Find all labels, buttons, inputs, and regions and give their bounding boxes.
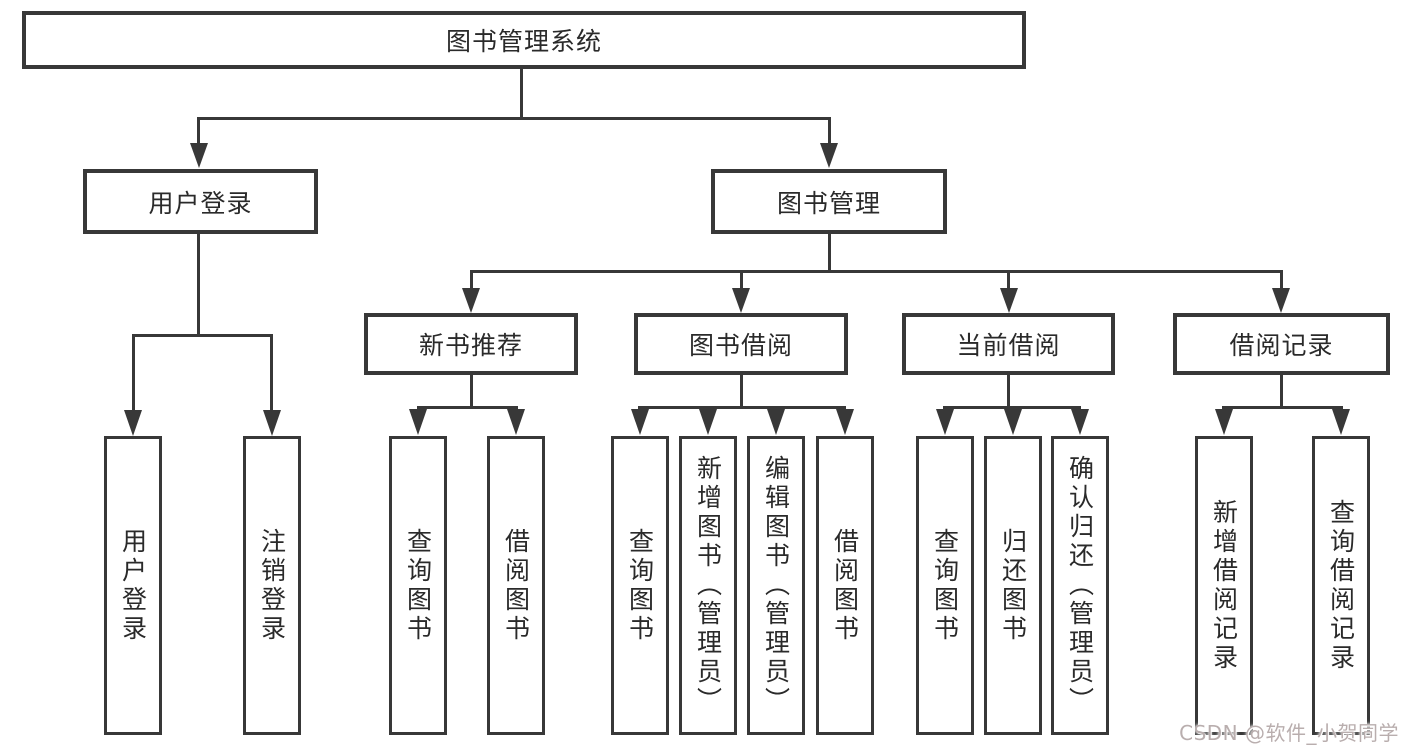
connector-line [470,375,473,409]
connector-line [270,334,273,411]
leaf-label: 查询借阅记录 [1326,498,1356,673]
leaf-confirm-return-admin: 确认归还（管理员） [1051,436,1109,735]
arrow-down-icon [1000,288,1018,313]
leaf-label: 确认归还（管理员） [1065,455,1095,716]
arrow-down-icon [767,409,785,435]
leaf-edit-books-admin: 编辑图书（管理员） [747,436,805,735]
arrow-down-icon [820,143,838,168]
leaf-borrow-books: 借阅图书 [816,436,874,735]
arrow-down-icon [462,288,480,313]
leaf-query-borrow-record: 查询借阅记录 [1312,436,1370,735]
csdn-watermark: CSDN @软件_小贺同学 [1179,721,1399,745]
leaf-add-books-admin: 新增图书（管理员） [679,436,737,735]
arrow-down-icon [1215,409,1233,435]
connector-line [740,375,743,409]
node-borrowing-records: 借阅记录 [1173,313,1390,375]
leaf-label: 查询图书 [930,527,960,644]
node-library-management-system: 图书管理系统 [22,11,1026,69]
connector-line [943,406,1081,409]
connector-line [828,117,831,145]
leaf-user-login: 用户登录 [104,436,162,735]
leaf-label: 新增图书（管理员） [693,455,723,716]
connector-line [417,406,518,409]
arrow-down-icon [507,409,525,435]
arrow-down-icon [936,409,954,435]
leaf-label: 查询图书 [625,527,655,644]
leaf-logout: 注销登录 [243,436,301,735]
leaf-label: 借阅图书 [830,527,860,644]
leaf-label: 编辑图书（管理员） [761,455,791,716]
leaf-label: 用户登录 [118,527,148,644]
leaf-label: 注销登录 [257,527,287,644]
arrow-down-icon [1272,288,1290,313]
arrow-down-icon [836,409,854,435]
connector-line [1007,272,1010,289]
arrow-down-icon [699,409,717,435]
leaf-borrow-books-recommend: 借阅图书 [487,436,545,735]
arrow-down-icon [1004,409,1022,435]
node-user-login: 用户登录 [83,169,318,234]
connector-line [828,234,831,272]
leaf-return-books: 归还图书 [984,436,1042,735]
connector-line [1007,375,1010,409]
node-book-management: 图书管理 [711,169,947,234]
arrow-down-icon [409,409,427,435]
arrow-down-icon [263,410,281,436]
node-current-borrowing: 当前借阅 [902,313,1115,375]
node-new-book-recommendation: 新书推荐 [364,313,578,375]
arrow-down-icon [190,143,208,168]
connector-line [1222,406,1343,409]
leaf-label: 新增借阅记录 [1209,498,1239,673]
arrow-down-icon [732,288,750,313]
connector-line [197,234,200,336]
connector-line [132,334,273,337]
connector-line [520,69,523,117]
connector-line [470,272,473,289]
arrow-down-icon [631,409,649,435]
leaf-add-borrow-record: 新增借阅记录 [1195,436,1253,735]
connector-line [740,272,743,289]
connector-line [198,117,831,120]
connector-line [1280,272,1283,289]
connector-line [638,406,846,409]
leaf-label: 查询图书 [403,527,433,644]
arrow-down-icon [124,410,142,436]
connector-line [197,117,200,145]
leaf-query-books-recommend: 查询图书 [389,436,447,735]
leaf-label: 借阅图书 [501,527,531,644]
connector-line [470,270,1283,273]
node-book-borrowing: 图书借阅 [634,313,848,375]
leaf-query-books-current: 查询图书 [916,436,974,735]
arrow-down-icon [1071,409,1089,435]
connector-line [132,334,135,411]
arrow-down-icon [1332,409,1350,435]
leaf-query-books-borrowing: 查询图书 [611,436,669,735]
leaf-label: 归还图书 [998,527,1028,644]
connector-line [1280,375,1283,409]
